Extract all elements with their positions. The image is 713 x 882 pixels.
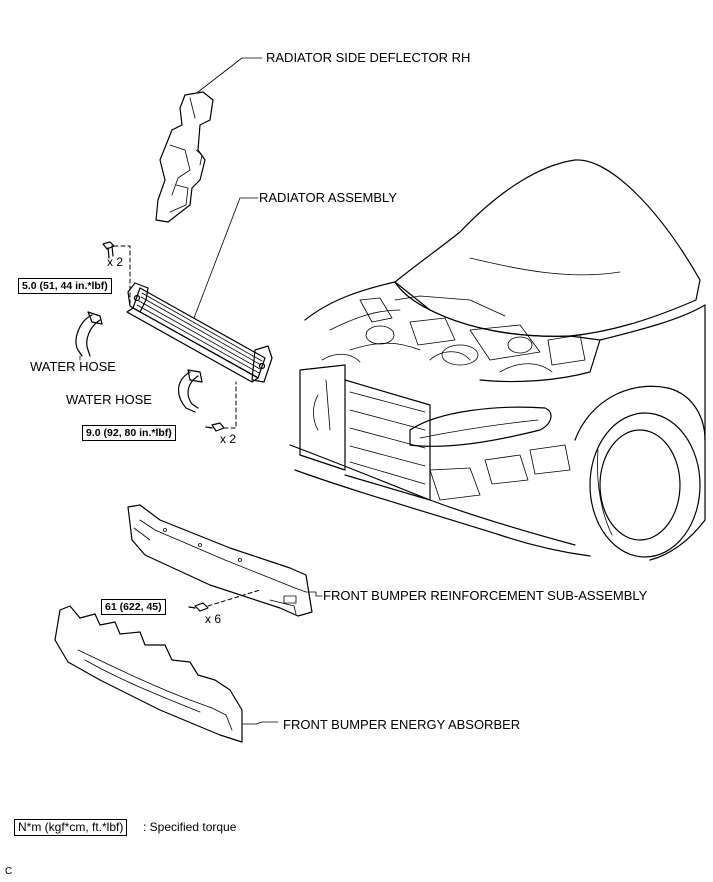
water-hose-lower	[178, 369, 203, 413]
quantity-bumper: x 6	[205, 612, 222, 626]
legend-description: : Specified torque	[143, 820, 237, 834]
torque-spec-upper: 5.0 (51, 44 in.*lbf)	[18, 278, 112, 294]
label-water-hose-2: WATER HOSE	[66, 392, 152, 407]
label-water-hose-1: WATER HOSE	[30, 359, 116, 374]
front-bumper-energy-absorber	[54, 605, 243, 743]
bumper-bolt-icon	[188, 602, 209, 612]
label-front-bumper-energy-absorber: FRONT BUMPER ENERGY ABSORBER	[283, 717, 521, 732]
quantity-upper: x 2	[107, 255, 124, 269]
label-front-bumper-reinforcement: FRONT BUMPER REINFORCEMENT SUB-ASSEMBLY	[323, 588, 648, 603]
radiator-side-deflector	[155, 91, 214, 223]
front-bumper-reinforcement	[127, 504, 313, 617]
vehicle-front-illustration	[289, 159, 706, 561]
lower-bolt-icon	[205, 422, 225, 432]
radiator-assembly	[126, 282, 273, 383]
torque-spec-lower: 9.0 (92, 80 in.*lbf)	[82, 425, 176, 441]
figure-code: C	[5, 866, 13, 877]
label-radiator-side-deflector: RADIATOR SIDE DEFLECTOR RH	[266, 50, 471, 65]
quantity-lower: x 2	[220, 432, 237, 446]
legend-unit-box: N*m (kgf*cm, ft.*lbf)	[14, 819, 128, 836]
torque-spec-bumper: 61 (622, 45)	[101, 599, 166, 615]
label-radiator-assembly: RADIATOR ASSEMBLY	[259, 190, 397, 205]
water-hose-upper	[75, 311, 103, 357]
